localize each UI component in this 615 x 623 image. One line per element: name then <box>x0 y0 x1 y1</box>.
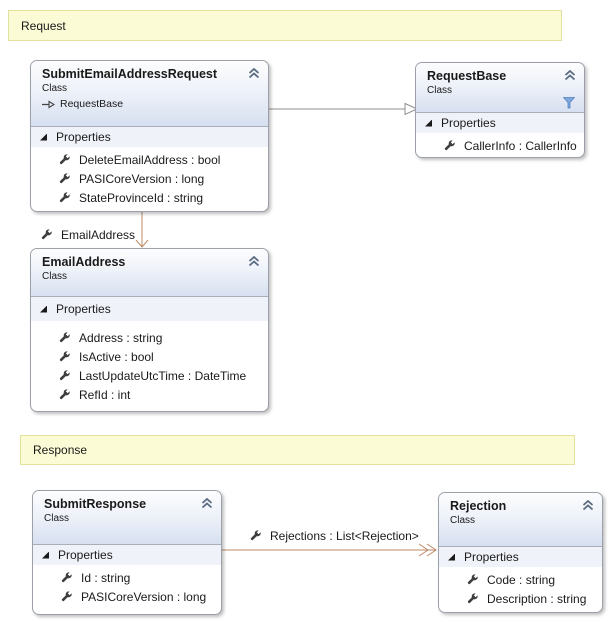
wrench-icon <box>250 529 262 540</box>
class-header: RequestBase Class <box>416 63 584 113</box>
class-box-rejection[interactable]: Rejection Class Properties Code : string <box>438 492 603 613</box>
property-row[interactable]: IsActive : bool <box>31 347 268 366</box>
class-kind: Class <box>427 85 453 96</box>
wrench-icon <box>61 571 73 582</box>
class-kind: Class <box>450 515 476 526</box>
property-text: StateProvinceId : string <box>79 190 204 205</box>
inherits-row: RequestBase <box>42 98 258 110</box>
property-row[interactable]: Description : string <box>439 589 602 608</box>
inherits-arrow-icon <box>42 100 55 108</box>
class-name: EmailAddress <box>42 255 126 269</box>
property-rows: CallerInfo : CallerInfo <box>416 133 584 155</box>
wrench-icon <box>61 590 73 601</box>
association-label-text: Rejections : List<Rejection> <box>270 528 419 543</box>
expander-icon <box>448 553 455 561</box>
properties-section-header[interactable]: Properties <box>439 547 602 567</box>
properties-section-header[interactable]: Properties <box>31 297 268 321</box>
wrench-icon <box>467 592 479 603</box>
wrench-icon <box>59 369 71 380</box>
expander-icon <box>40 305 47 313</box>
property-rows: Address : string IsActive : bool LastUpd… <box>31 321 268 404</box>
section-label: Properties <box>56 130 111 144</box>
collapse-chevron-icon[interactable] <box>564 68 576 81</box>
property-row[interactable]: StateProvinceId : string <box>31 188 268 207</box>
wrench-icon <box>59 331 71 342</box>
rejections-association-connector[interactable] <box>222 543 437 557</box>
property-text: Address : string <box>79 330 163 345</box>
class-kind: Class <box>42 83 68 94</box>
wrench-icon <box>59 172 71 183</box>
class-header: SubmitResponse Class <box>33 491 221 545</box>
properties-section-header[interactable]: Properties <box>416 113 584 133</box>
property-text: LastUpdateUtcTime : DateTime <box>79 368 247 383</box>
class-box-email-address[interactable]: EmailAddress Class Properties Address : … <box>30 248 269 412</box>
wrench-icon <box>444 139 456 150</box>
expander-icon <box>42 551 49 559</box>
section-label: Properties <box>441 116 496 130</box>
section-label: Properties <box>56 302 111 316</box>
property-text: Id : string <box>81 570 131 585</box>
comment-banner-request[interactable]: Request <box>8 10 562 41</box>
class-header: SubmitEmailAddressRequest Class RequestB… <box>31 61 268 127</box>
collapse-chevron-icon[interactable] <box>201 496 213 509</box>
class-header: EmailAddress Class <box>31 249 268 297</box>
property-row[interactable]: CallerInfo : CallerInfo <box>416 136 584 155</box>
property-row[interactable]: Address : string <box>31 328 268 347</box>
wrench-icon <box>467 573 479 584</box>
inheritance-connector[interactable] <box>269 102 419 116</box>
class-kind: Class <box>42 271 68 282</box>
property-text: PASICoreVersion : long <box>79 171 205 186</box>
wrench-icon <box>59 191 71 202</box>
property-text: CallerInfo : CallerInfo <box>464 138 577 153</box>
filter-icon[interactable] <box>562 96 576 109</box>
properties-section-header[interactable]: Properties <box>33 545 221 565</box>
class-name: Rejection <box>450 499 507 513</box>
inherits-name: RequestBase <box>60 98 124 110</box>
property-row[interactable]: LastUpdateUtcTime : DateTime <box>31 366 268 385</box>
section-label: Properties <box>58 548 113 562</box>
association-label-email-address[interactable]: EmailAddress <box>39 227 135 242</box>
comment-banner-response[interactable]: Response <box>20 435 575 465</box>
class-name: SubmitResponse <box>44 497 147 511</box>
class-kind: Class <box>44 513 70 524</box>
property-text: Code : string <box>487 572 556 587</box>
property-rows: Code : string Description : string <box>439 567 602 608</box>
property-row[interactable]: Code : string <box>439 570 602 589</box>
section-label: Properties <box>464 550 519 564</box>
wrench-icon <box>41 228 53 239</box>
wrench-icon <box>59 153 71 164</box>
class-box-request-base[interactable]: RequestBase Class Properties <box>415 62 585 158</box>
association-label-rejections[interactable]: Rejections : List<Rejection> <box>248 528 419 543</box>
class-header: Rejection Class <box>439 493 602 547</box>
property-row[interactable]: PASICoreVersion : long <box>31 169 268 188</box>
wrench-icon <box>59 350 71 361</box>
expander-icon <box>40 133 47 141</box>
class-name: RequestBase <box>427 69 507 83</box>
association-label-text: EmailAddress <box>61 227 136 242</box>
property-row[interactable]: DeleteEmailAddress : bool <box>31 150 268 169</box>
property-text: PASICoreVersion : long <box>81 589 207 604</box>
class-name: SubmitEmailAddressRequest <box>42 67 218 81</box>
property-row[interactable]: PASICoreVersion : long <box>33 587 221 606</box>
collapse-chevron-icon[interactable] <box>248 66 260 79</box>
property-row[interactable]: Id : string <box>33 568 221 587</box>
property-text: DeleteEmailAddress : bool <box>79 152 221 167</box>
class-box-submit-email-address-request[interactable]: SubmitEmailAddressRequest Class RequestB… <box>30 60 269 212</box>
expander-icon <box>425 119 432 127</box>
email-address-association-connector[interactable] <box>135 212 149 248</box>
collapse-chevron-icon[interactable] <box>248 254 260 267</box>
banner-label: Request <box>21 18 66 33</box>
properties-section-header[interactable]: Properties <box>31 127 268 147</box>
property-text: RefId : int <box>79 387 131 402</box>
wrench-icon <box>59 388 71 399</box>
banner-label: Response <box>33 443 88 457</box>
collapse-chevron-icon[interactable] <box>582 498 594 511</box>
class-box-submit-response[interactable]: SubmitResponse Class Properties Id : str… <box>32 490 222 615</box>
property-text: Description : string <box>487 591 587 606</box>
property-rows: Id : string PASICoreVersion : long <box>33 565 221 606</box>
property-text: IsActive : bool <box>79 349 154 364</box>
property-rows: DeleteEmailAddress : bool PASICoreVersio… <box>31 147 268 207</box>
property-row[interactable]: RefId : int <box>31 385 268 404</box>
